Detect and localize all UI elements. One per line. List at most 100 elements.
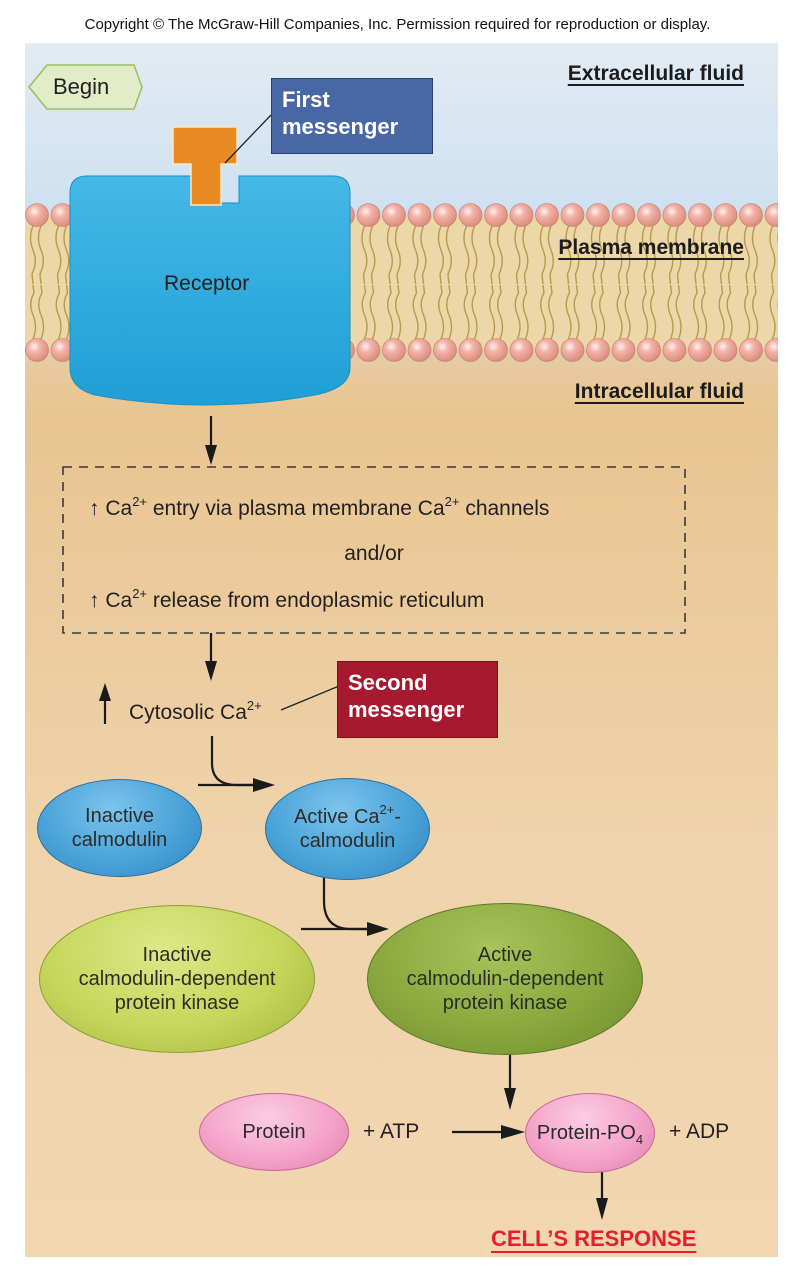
lipid-tail (496, 225, 503, 285)
diagram-panel: Begin Extracellular fluid Plasma membran… (25, 43, 778, 1257)
lipid-tail (573, 225, 580, 285)
plus-atp-label: + ATP (363, 1120, 420, 1143)
lipid-tail (55, 225, 62, 285)
receptor-graphic (28, 64, 686, 1220)
lipid-tail (565, 284, 572, 340)
lipid-tail (489, 284, 496, 340)
phospholipid-head (739, 203, 763, 227)
lipid-tail (361, 225, 368, 285)
lipid-tail (437, 225, 444, 285)
increase-arrow-icon: ↑ (89, 589, 100, 612)
lipid-tail (701, 284, 708, 340)
lipid-tail (522, 284, 529, 340)
phospholipid-head (637, 203, 661, 227)
lipid-tail (547, 225, 554, 285)
phospholipid-head (713, 203, 738, 227)
lipid-tail (616, 284, 623, 340)
phospholipid-head (484, 338, 508, 362)
lipid-tail (369, 284, 376, 340)
first-messenger-line2: messenger (282, 114, 399, 139)
arrowhead (205, 445, 217, 465)
lipid-tail (412, 284, 419, 340)
plasma-membrane-label: Plasma membrane (558, 236, 744, 259)
lipid-tail (37, 225, 44, 285)
second-messenger-line1: Second (348, 670, 428, 695)
lipid-tail (463, 225, 470, 285)
lipid-tail (38, 284, 45, 340)
lipid-tail (743, 225, 750, 285)
receptor-label: Receptor (164, 272, 250, 295)
lipid-tail (497, 284, 504, 340)
lipid-tail (667, 284, 674, 340)
first-messenger-line1: First (282, 87, 330, 112)
lipid-tail (726, 284, 733, 340)
lipid-tail (471, 225, 478, 285)
lipid-tail (641, 225, 648, 285)
begin-label: Begin (53, 74, 110, 99)
active-calmodulin-dependent-protein-kinase: Active calmodulin-dependent protein kina… (367, 903, 643, 1055)
arrowhead (504, 1088, 516, 1110)
phospholipid-head (535, 338, 559, 362)
lipid-tail (369, 225, 376, 285)
phospholipid-head (433, 338, 457, 362)
lipid-tail (395, 284, 402, 340)
second-messenger-leader-line (280, 685, 340, 711)
begin-marker-shape (28, 64, 143, 110)
lipid-tail (394, 225, 401, 285)
phospholipid-head (433, 203, 457, 227)
lipid-tail (744, 284, 751, 340)
lipid-tail (420, 225, 427, 285)
phospholipid-head (382, 338, 406, 362)
phospholipid-head (509, 203, 534, 227)
lipid-tail (55, 284, 62, 340)
phospholipid-head (356, 203, 381, 227)
phospholipid-head (484, 203, 508, 227)
lipid-tail (471, 284, 478, 340)
lipid-tail (769, 225, 776, 285)
lipid-tail (700, 225, 707, 285)
arrowhead (367, 922, 389, 936)
plus-adp-label: + ADP (669, 1120, 730, 1143)
phospholipid-head (764, 203, 778, 227)
arrowhead (99, 683, 111, 701)
lipid-tail (649, 225, 656, 285)
lipid-tail (642, 284, 649, 340)
second-messenger-label-box: Second messenger (337, 661, 498, 738)
lipid-tail (63, 284, 70, 340)
arrow-calmodulin-binds-kinase (322, 874, 371, 931)
lipid-tail (599, 284, 606, 340)
lipid-tail (565, 225, 572, 285)
arrowhead (501, 1125, 525, 1139)
lipid-tail (616, 225, 623, 285)
phospholipid-head (25, 203, 49, 227)
lipid-tail (29, 225, 36, 285)
phospholipid-head (382, 203, 406, 227)
increase-arrow-icon: ↑ (89, 497, 100, 520)
phosphorylated-protein: Protein-PO4 (525, 1093, 655, 1173)
copyright-notice: Copyright © The McGraw-Hill Companies, I… (84, 16, 711, 33)
lipid-tail (718, 225, 725, 285)
phospholipid-head (560, 203, 585, 227)
lipid-tail (438, 284, 445, 340)
phospholipid-head (688, 203, 712, 227)
lipid-tail (412, 225, 419, 285)
phospholipid-head (407, 338, 432, 362)
lipid-tail (540, 284, 547, 340)
calcium-entry-text: ↑ Ca2+ entry via plasma membrane Ca2+ ch… (89, 494, 550, 520)
lipid-tail (675, 284, 682, 340)
lipid-tail (726, 225, 733, 285)
phospholipid-head (637, 338, 661, 362)
cells-response-label: CELL’S RESPONSE (491, 1226, 697, 1251)
lipid-tail (769, 284, 776, 340)
lipid-tail (624, 284, 631, 340)
arrow-ca-binds-calmodulin (210, 736, 257, 787)
lipid-tail (692, 225, 699, 285)
arrowhead (253, 778, 275, 792)
first-messenger-ligand (172, 126, 238, 206)
lipid-tail (598, 225, 605, 285)
lipid-tail (386, 225, 393, 285)
inactive-calmodulin-dependent-protein-kinase: Inactive calmodulin-dependent protein ki… (39, 905, 315, 1053)
lipid-tail (30, 284, 37, 340)
first-messenger-leader-line (224, 114, 272, 164)
intracellular-fluid-label: Intracellular fluid (574, 380, 744, 403)
